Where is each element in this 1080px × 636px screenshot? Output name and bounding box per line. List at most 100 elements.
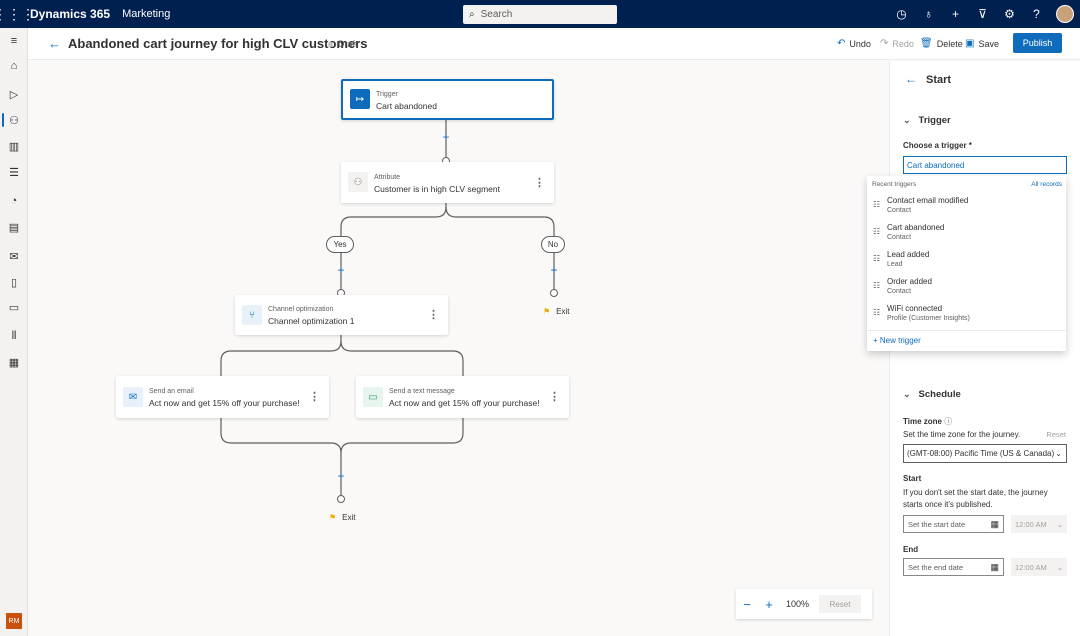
publish-button[interactable]: Publish (1013, 33, 1062, 53)
sms-card[interactable]: ▭ Send a text message Act now and get 15… (356, 376, 569, 418)
zoom-out-icon[interactable]: − (743, 596, 751, 612)
brand-name[interactable]: Dynamics 365 (30, 7, 111, 21)
library-icon[interactable]: ⫴ (11, 329, 17, 342)
analytics-icon[interactable]: ◔ (10, 195, 18, 207)
dropdown-option[interactable]: ☷ Cart abandoned Contact (867, 221, 1066, 248)
timezone-reset-link[interactable]: Reset (1046, 430, 1066, 439)
user-initials[interactable]: RM (6, 613, 22, 629)
start-help-line-1: If you don't set the start date, the jou… (903, 488, 1048, 497)
status-badge: Draft (328, 39, 358, 49)
trigger-option-icon: ☷ (873, 308, 881, 317)
add-step-icon[interactable]: + (337, 469, 345, 483)
start-help-line-2: starts once it's published. (903, 500, 993, 509)
more-icon[interactable]: ⋮ (428, 309, 439, 321)
assets-icon[interactable]: ▦ (8, 356, 20, 369)
idea-icon[interactable]: ♁ (924, 7, 933, 21)
new-trigger-link[interactable]: + New trigger (873, 336, 921, 345)
sms-value: Act now and get 15% off your purchase! (389, 398, 540, 408)
email-icon[interactable]: ✉ (9, 250, 19, 263)
plus-icon[interactable]: + (951, 7, 959, 21)
start-time-value: 12:00 AM (1015, 519, 1047, 529)
channel-value: Channel optimization 1 (268, 316, 355, 326)
trigger-section-header[interactable]: ⌄Trigger (903, 115, 951, 126)
exit-label: Exit (342, 513, 356, 522)
dropdown-option[interactable]: ☷ WiFi connected Profile (Customer Insig… (867, 302, 1066, 329)
end-date-placeholder: Set the end date (908, 562, 964, 572)
segments-icon[interactable]: ▥ (8, 140, 20, 153)
chevron-down-icon: ⌄ (903, 389, 911, 399)
add-step-icon[interactable]: + (442, 130, 450, 144)
dropdown-option[interactable]: ☷ Contact email modified Contact (867, 194, 1066, 221)
trigger-card[interactable]: ↦ Trigger Cart abandoned (341, 79, 554, 120)
panel-back-icon[interactable]: ← (905, 72, 917, 86)
back-button[interactable]: ← (48, 36, 61, 51)
top-icons: ◷ ♁ + ⊽ ⚙ ? (888, 0, 1074, 28)
avatar[interactable] (1056, 5, 1074, 23)
sms-icon: ▭ (363, 387, 383, 407)
save-button[interactable]: ▣Save (965, 38, 999, 49)
undo-button[interactable]: ↶Undo (837, 38, 871, 49)
add-step-icon[interactable]: + (550, 263, 558, 277)
save-label: Save (978, 38, 999, 49)
schedule-section-header[interactable]: ⌄Schedule (903, 389, 961, 400)
play-icon[interactable]: ▷ (9, 88, 19, 101)
chevron-down-icon: ⌄ (903, 115, 911, 125)
search-icon: ⌕ (469, 9, 475, 20)
connector-lines (220, 119, 555, 495)
home-icon[interactable]: ⌂ (10, 60, 18, 72)
all-records-link[interactable]: All records (1031, 181, 1062, 188)
end-date-input[interactable]: Set the end date ▦ (903, 558, 1004, 576)
add-step-icon[interactable]: + (337, 263, 345, 277)
waffle-icon[interactable]: ⋮⋮⋮ (0, 5, 35, 22)
redo-button[interactable]: ↷Redo (880, 38, 914, 49)
sms-icon[interactable]: ▯ (10, 276, 18, 289)
attribute-value: Customer is in high CLV segment (374, 184, 500, 194)
zoom-level: 100% (786, 599, 810, 609)
end-time-value: 12:00 AM (1015, 562, 1047, 572)
command-bar: ← Abandoned cart journey for high CLV cu… (28, 28, 1080, 60)
more-icon[interactable]: ⋮ (534, 177, 545, 189)
undo-icon: ↶ (837, 38, 846, 49)
help-icon[interactable]: ? (1033, 7, 1040, 21)
trigger-input[interactable]: Cart abandoned (903, 156, 1067, 174)
start-date-input[interactable]: Set the start date ▦ (903, 515, 1004, 533)
email-card[interactable]: ✉ Send an email Act now and get 15% off … (116, 376, 329, 418)
timezone-select[interactable]: (GMT-08:00) Pacific Time (US & Canada)⌄ (903, 444, 1067, 463)
channel-optimization-card[interactable]: ⑂ Channel optimization Channel optimizat… (235, 295, 448, 335)
exit-node[interactable]: ⚑Exit (543, 307, 570, 316)
journey-canvas[interactable]: ↦ Trigger Cart abandoned + ⚇ Attribute C… (28, 61, 888, 636)
exit-label: Exit (556, 307, 570, 316)
attribute-label: Attribute (374, 174, 401, 181)
dropdown-option[interactable]: ☷ Order added Contact (867, 275, 1066, 302)
settings-icon[interactable]: ⚙ (1004, 7, 1015, 21)
lightbulb-icon[interactable]: ◷ (896, 7, 907, 21)
zoom-reset-button[interactable]: Reset (819, 595, 862, 613)
delete-button[interactable]: 🗑Delete (920, 38, 963, 49)
filter-icon[interactable]: ⊽ (978, 7, 987, 21)
chat-icon[interactable]: ▭ (8, 301, 20, 314)
no-branch[interactable]: No (541, 236, 565, 253)
channel-label: Channel optimization (268, 306, 334, 313)
start-time-select[interactable]: 12:00 AM⌄ (1011, 515, 1067, 533)
app-name[interactable]: Marketing (122, 8, 171, 20)
menu-icon[interactable]: ≡ (10, 35, 18, 47)
more-icon[interactable]: ⋮ (549, 391, 560, 403)
info-icon[interactable]: ⓘ (944, 417, 953, 426)
journeys-icon[interactable]: ⚇ (0, 109, 28, 131)
connector-dot (550, 289, 558, 297)
search-box[interactable]: ⌕ Search (463, 5, 617, 24)
calendar-icon[interactable]: ▦ (990, 518, 999, 529)
end-time-select[interactable]: 12:00 AM⌄ (1011, 558, 1067, 576)
attribute-card[interactable]: ⚇ Attribute Customer is in high CLV segm… (341, 162, 554, 203)
calendar-icon[interactable]: ▦ (990, 561, 999, 572)
timezone-label: Time zone ⓘ (903, 416, 952, 427)
more-icon[interactable]: ⋮ (309, 391, 320, 403)
start-date-placeholder: Set the start date (908, 519, 966, 529)
zoom-in-icon[interactable]: + (765, 596, 773, 612)
templates-icon[interactable]: ▤ (8, 221, 20, 234)
panel-title: Start (926, 74, 952, 86)
yes-branch[interactable]: Yes (326, 236, 354, 253)
forms-icon[interactable]: ☰ (9, 166, 19, 179)
dropdown-option[interactable]: ☷ Lead added Lead (867, 248, 1066, 275)
exit-node[interactable]: ⚑Exit (329, 513, 356, 522)
